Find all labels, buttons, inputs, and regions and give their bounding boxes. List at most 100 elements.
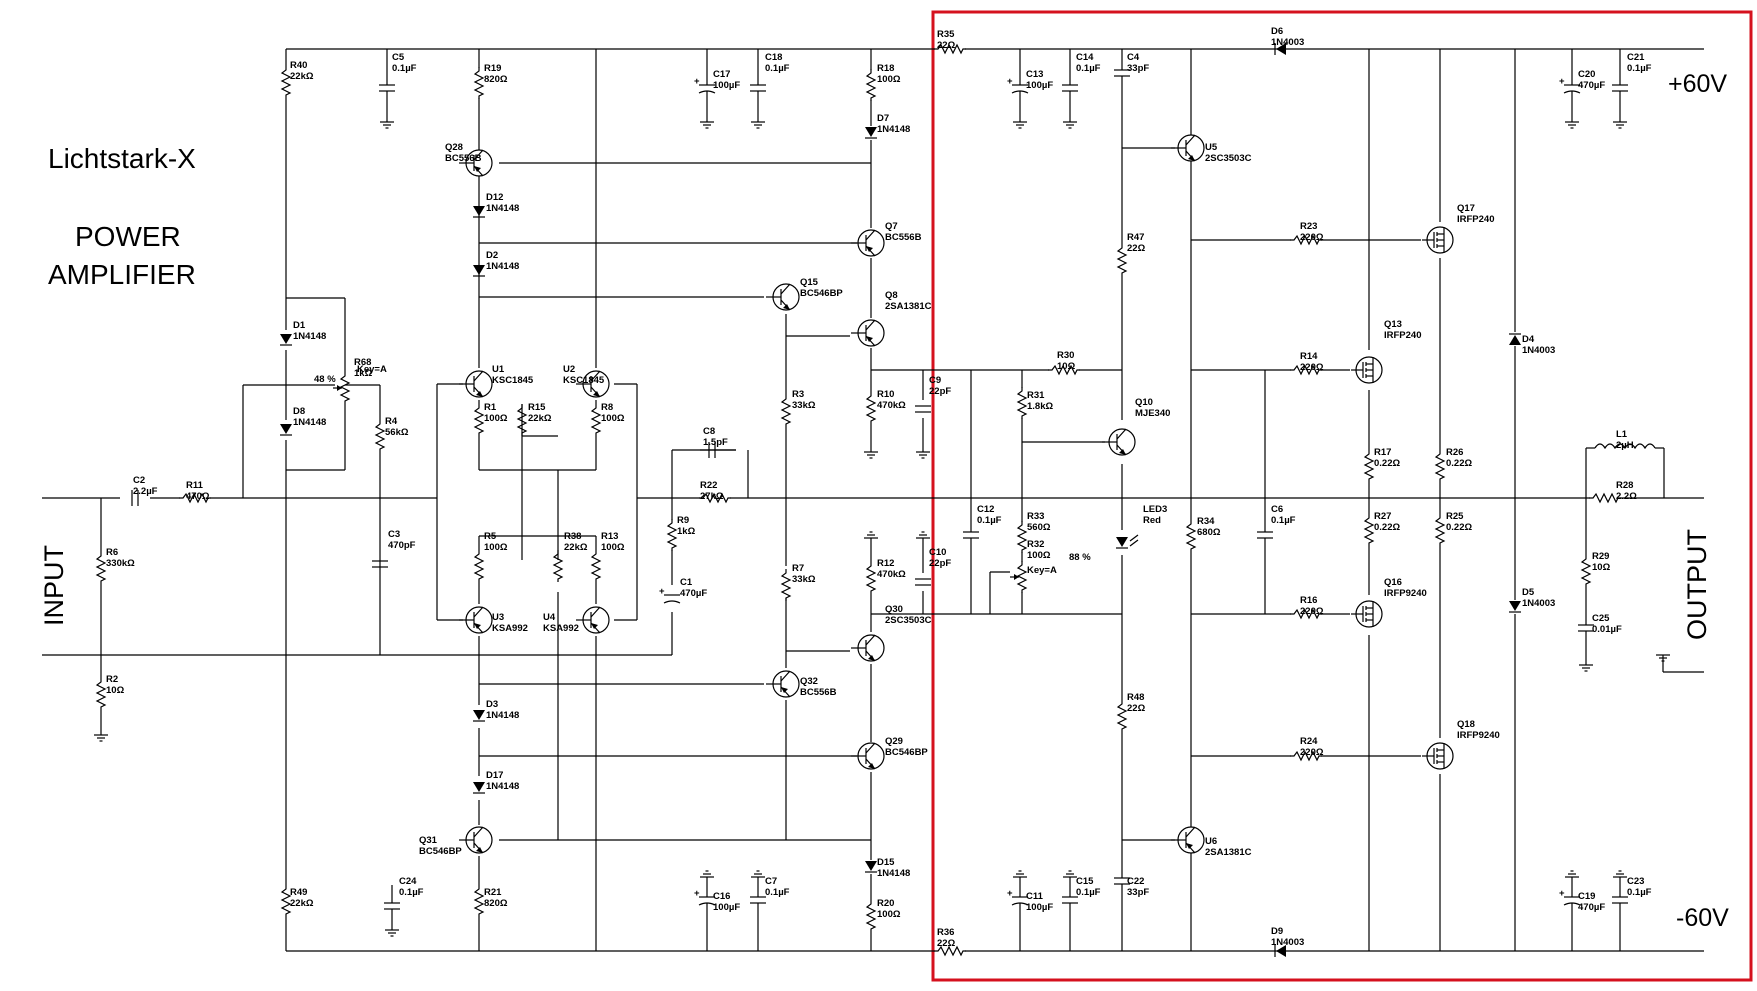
symbol-r35	[934, 43, 966, 55]
symbol-c11: +	[1007, 888, 1029, 906]
ground-icon	[700, 121, 714, 129]
svg-text:+: +	[1559, 888, 1565, 899]
ground-icon	[1063, 870, 1077, 878]
svg-text:+: +	[694, 76, 700, 87]
symbol-r34	[1185, 520, 1197, 552]
symbol-r9	[666, 519, 678, 551]
ground-icon	[1013, 121, 1027, 129]
symbol-u5	[1171, 134, 1205, 162]
symbol-r20	[865, 900, 877, 932]
symbol-r49	[280, 885, 292, 917]
ground-icon	[751, 121, 765, 129]
ground-icon	[380, 121, 394, 129]
symbol-c18	[750, 84, 766, 92]
symbol-q31	[459, 826, 493, 854]
svg-text:+: +	[1007, 888, 1013, 899]
symbol-r68	[333, 372, 351, 404]
symbol-q16	[1351, 600, 1383, 628]
symbol-d4	[1509, 333, 1521, 345]
ground-icon	[1565, 121, 1579, 129]
symbol-c17: +	[694, 76, 716, 94]
ground-icon	[1613, 870, 1627, 878]
symbol-r47	[1116, 244, 1128, 276]
symbol-c24	[384, 902, 400, 910]
symbol-r17	[1363, 450, 1375, 482]
symbol-d17	[473, 782, 485, 794]
svg-text:+: +	[694, 888, 700, 899]
symbol-d12	[473, 206, 485, 218]
symbol-r32	[1010, 561, 1028, 593]
symbol-r22	[699, 492, 731, 504]
ground-icon	[1565, 870, 1579, 878]
symbol-c6	[1257, 531, 1273, 539]
symbol-r19	[473, 67, 485, 99]
wiring	[42, 48, 1704, 952]
symbol-q13	[1351, 356, 1383, 384]
symbol-u6	[1171, 826, 1205, 854]
symbol-r36	[934, 945, 966, 957]
symbol-c16: +	[694, 888, 716, 906]
symbol-c13: +	[1007, 76, 1029, 94]
symbol-c20: +	[1559, 76, 1581, 94]
symbol-r1	[473, 404, 485, 436]
input-label: INPUT	[39, 545, 69, 626]
symbol-d3	[473, 710, 485, 722]
symbol-d7	[865, 127, 877, 139]
component-symbols: +++++++	[94, 43, 1670, 957]
ground-icon	[385, 929, 399, 937]
symbol-q7	[851, 229, 885, 257]
symbol-d2	[473, 265, 485, 277]
symbol-u4	[576, 606, 610, 634]
rail-positive-label: +60V	[1668, 70, 1727, 98]
symbol-r29	[1580, 555, 1592, 587]
symbol-r11	[179, 492, 211, 504]
symbol-l1	[1594, 443, 1656, 450]
symbol-c19: +	[1559, 888, 1581, 906]
symbol-r25	[1434, 514, 1446, 546]
ground-icon	[1063, 121, 1077, 129]
ground-icon	[1579, 664, 1593, 672]
